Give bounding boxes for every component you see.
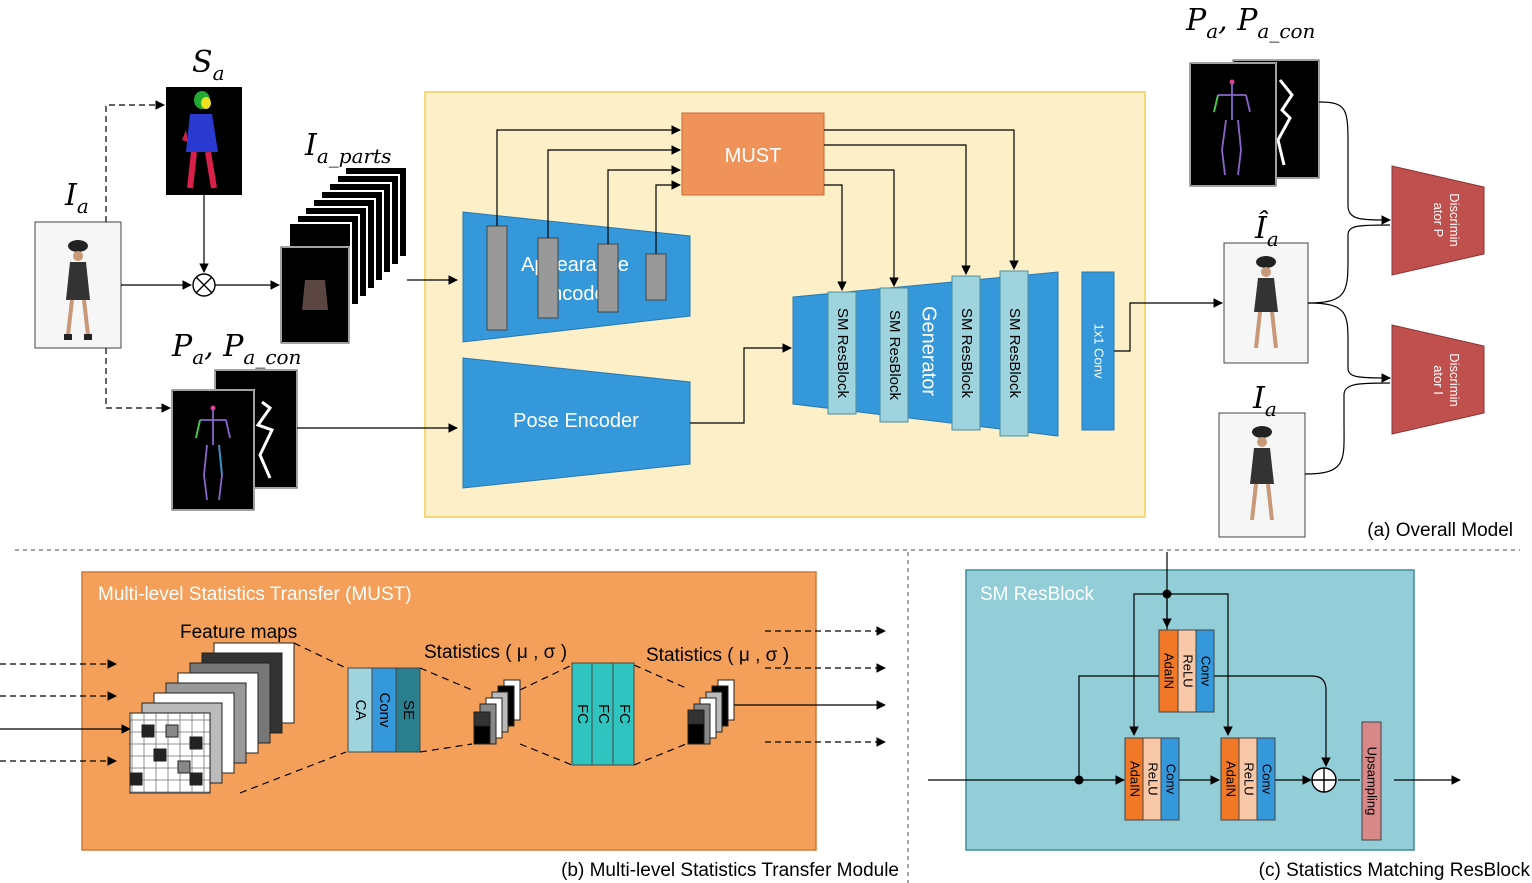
right-conv-label: Conv: [1260, 764, 1275, 795]
must-box: [681, 112, 825, 196]
upsampling-label: Upsampling: [1365, 747, 1380, 816]
discriminator-connectors: [1304, 101, 1391, 475]
resblock-label-1: SM ResBlock: [834, 308, 851, 399]
resblock-label-2: SM ResBlock: [886, 310, 903, 401]
panel-overall-model: Ia Sa: [34, 3, 1513, 541]
right-relu-label: ReLU: [1242, 762, 1257, 795]
generator-label: Generator: [918, 306, 940, 396]
left-conv-label: Conv: [1164, 764, 1179, 795]
discriminator-i-line2: ator I: [1431, 365, 1446, 395]
generated-image: [1223, 242, 1309, 364]
top-adain-label: AdaIN: [1162, 653, 1177, 689]
pose-maps-input: [171, 369, 298, 511]
must-label: MUST: [725, 145, 782, 167]
pose-encoder: [462, 357, 691, 489]
panel-must-module: Multi-level Statistics Transfer (MUST): [0, 571, 899, 881]
input-connectors: [105, 100, 458, 433]
left-adain-relu-conv: [1124, 737, 1180, 821]
input-image: [34, 221, 122, 349]
statistics-cube-2: [687, 679, 735, 745]
resblock-caption: (c) Statistics Matching ResBlock: [1259, 860, 1531, 881]
feature-maps-label: Feature maps: [180, 622, 297, 643]
block-fc-label-1: FC: [574, 704, 591, 724]
statistics-label-2: Statistics ( μ , σ ): [646, 645, 789, 666]
appearance-encoder: [462, 211, 691, 343]
overall-model-caption: (a) Overall Model: [1367, 520, 1513, 541]
add-operator: [1311, 767, 1337, 793]
discriminator-p-line1: Discrimin: [1447, 193, 1462, 246]
pose-maps-top: [1189, 59, 1320, 187]
projection-lines: [239, 642, 687, 794]
left-adain-label: AdaIN: [1128, 761, 1143, 797]
block-se-label: SE: [400, 700, 417, 720]
discriminator-i: [1391, 324, 1485, 435]
top-adain-relu-conv: [1158, 629, 1215, 713]
must-panel-title: Multi-level Statistics Transfer (MUST): [98, 584, 412, 605]
block-fc-label-3: FC: [616, 704, 633, 724]
discriminator-p-line2: ator P: [1431, 203, 1446, 238]
resblock-label-4: SM ResBlock: [1006, 308, 1023, 399]
generated-image-label: Îa: [1254, 210, 1279, 251]
top-relu-label: ReLU: [1181, 654, 1196, 687]
fc-block: [571, 662, 635, 766]
discriminator-p: [1391, 165, 1485, 276]
upsampling-block: [1361, 721, 1382, 841]
resblock-label-3: SM ResBlock: [958, 308, 975, 399]
parts-stack: [280, 166, 408, 344]
generator-resblocks: [827, 270, 1029, 437]
real-image-label: Ia: [1252, 381, 1277, 421]
must-input-arrows: [0, 659, 131, 766]
conv-1x1-label: 1x1 Conv: [1092, 324, 1107, 379]
encoder-feature-bars: [486, 225, 667, 331]
statistics-label-1: Statistics ( μ , σ ): [424, 642, 567, 663]
resblock-panel-title: SM ResBlock: [980, 584, 1095, 605]
panel-sm-resblock: SM ResBlock AdaIN ReLU Conv: [928, 552, 1530, 881]
real-image: [1218, 412, 1306, 538]
input-image-label: Ia: [64, 178, 89, 218]
parts-label: Ia_parts: [304, 128, 391, 168]
block-fc-label-2: FC: [595, 704, 612, 724]
must-output-arrows: [734, 626, 886, 747]
left-relu-label: ReLU: [1146, 762, 1161, 795]
pose-encoder-label: Pose Encoder: [513, 410, 639, 432]
top-conv-label: Conv: [1199, 656, 1214, 687]
discriminator-i-line1: Discrimin: [1447, 353, 1462, 406]
must-to-generator-connectors: [824, 129, 1019, 291]
right-adain-relu-conv: [1220, 737, 1276, 821]
multiply-operator: [192, 273, 216, 297]
statistics-cube-1: [473, 679, 521, 745]
pose-maps-top-label: Pa, Pa_con: [1185, 3, 1315, 43]
resblock-connectors: [928, 552, 1461, 785]
segmentation-map: [166, 87, 242, 195]
right-adain-label: AdaIN: [1224, 761, 1239, 797]
block-conv-label: Conv: [376, 692, 393, 728]
pose-to-generator-connector: [690, 343, 792, 424]
block-ca-label: CA: [352, 700, 369, 721]
must-module-caption: (b) Multi-level Statistics Transfer Modu…: [561, 860, 899, 881]
conv-to-output-connector: [1114, 298, 1223, 352]
feature-maps-stack: [129, 642, 295, 794]
segmentation-label: Sa: [192, 45, 225, 85]
split-node-left: [1074, 775, 1084, 785]
encoder-to-must-connectors: [496, 125, 681, 254]
ca-conv-se-block: [347, 667, 421, 753]
split-node-top: [1162, 589, 1172, 599]
pose-maps-input-label: Pa, Pa_con: [171, 329, 301, 369]
conv-1x1: [1081, 271, 1115, 431]
